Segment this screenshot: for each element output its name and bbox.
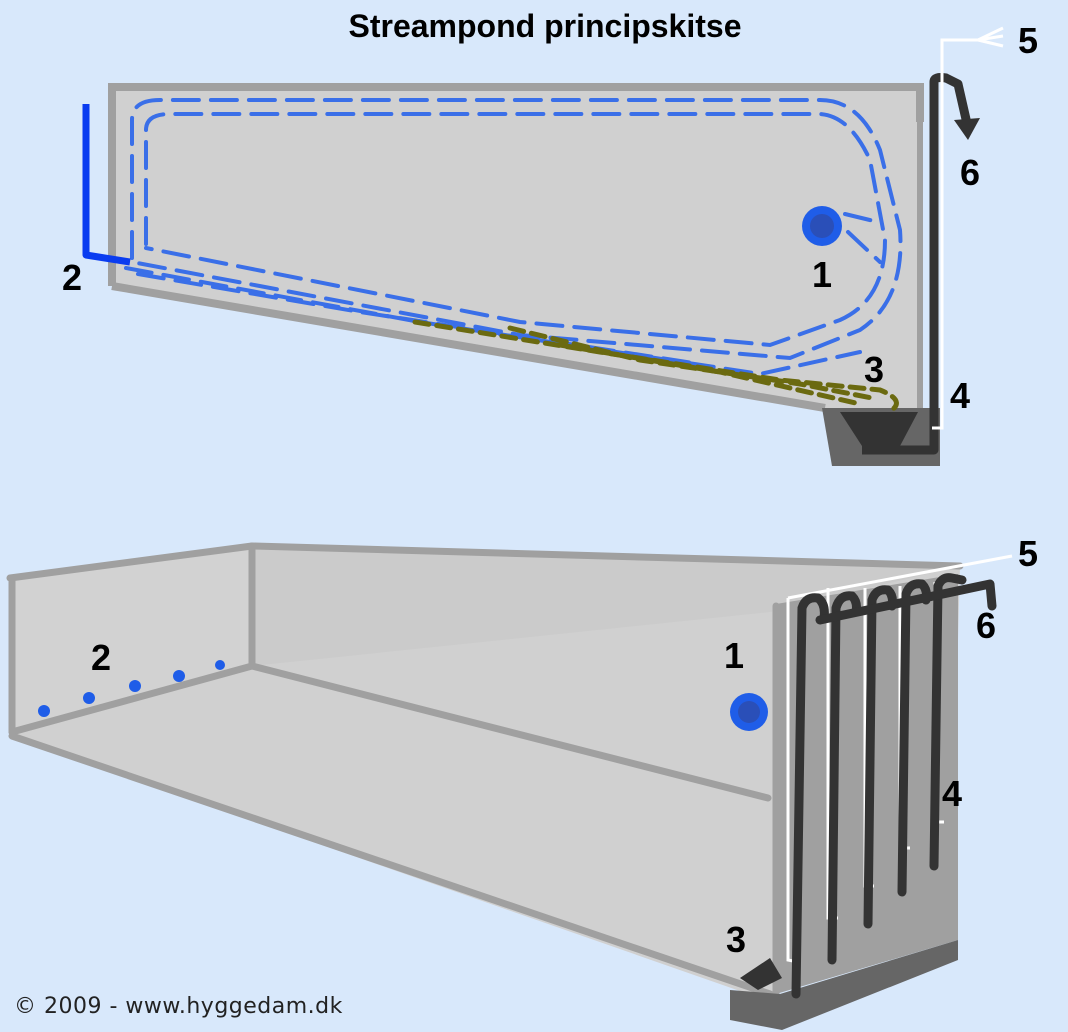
perspective-view: 1 2 3 4 5 6	[6, 533, 1038, 1030]
persp-inlets	[38, 660, 225, 717]
top-label-4: 4	[950, 375, 970, 416]
top-air-stone-icon	[977, 26, 1004, 48]
top-view: 1 2 3 4 5 6	[62, 20, 1038, 466]
top-pond-front-wall	[111, 282, 826, 412]
persp-label-1: 1	[724, 635, 744, 676]
persp-left-wall	[10, 546, 252, 730]
top-label-1: 1	[812, 254, 832, 295]
top-label-5: 5	[1018, 20, 1038, 61]
top-sediment-lines	[412, 319, 899, 413]
copyright-text: © 2009 - www.hyggedam.dk	[14, 994, 343, 1019]
persp-label-3: 3	[726, 919, 746, 960]
top-label-6: 6	[960, 152, 980, 193]
top-return-pipe	[862, 73, 973, 455]
persp-label-5: 5	[1018, 533, 1038, 574]
top-inlet-pipe	[82, 104, 131, 266]
persp-label-6: 6	[976, 605, 996, 646]
top-label-2: 2	[62, 257, 82, 298]
top-pond-body	[112, 87, 920, 408]
top-label-3: 3	[864, 349, 884, 390]
persp-label-2: 2	[91, 637, 111, 678]
top-outlet-arrow	[954, 118, 980, 140]
persp-filter-box	[730, 870, 958, 1030]
top-pond-outline	[108, 83, 924, 286]
diagram-title: Streampond principskitse	[348, 8, 742, 44]
persp-return-pipes	[791, 573, 997, 999]
persp-label-4: 4	[942, 773, 962, 814]
top-bottom-drain	[840, 412, 918, 446]
persp-back-wall	[252, 546, 960, 666]
top-air-line	[932, 38, 978, 430]
persp-bottom-drain	[740, 958, 782, 990]
